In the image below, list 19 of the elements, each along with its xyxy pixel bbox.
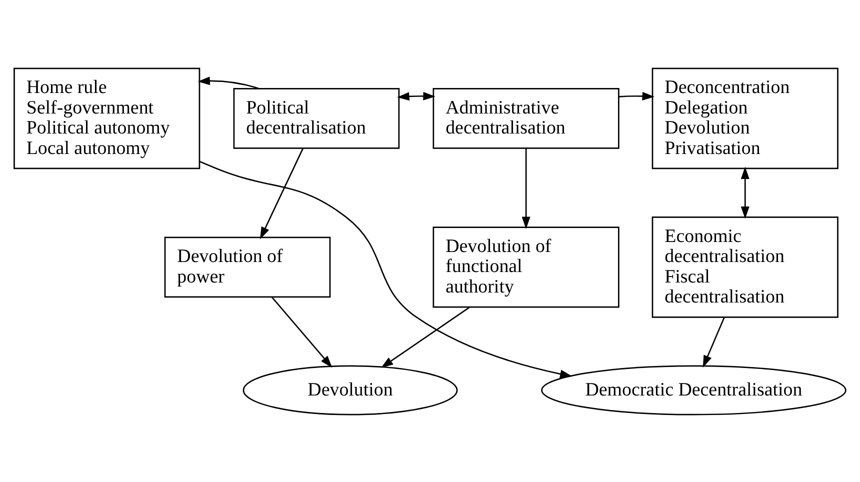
- arrow: [271, 296, 332, 368]
- node-box: Economic decentralisation Fiscal decentralisation: [652, 216, 838, 318]
- node-box: Deconcentration Delegation Devolution Privatisation: [652, 67, 838, 169]
- arrow: [618, 91, 654, 100]
- node-ellipse: Devolution: [242, 364, 458, 415]
- node-box: Political decentralisation: [233, 88, 400, 148]
- node-box: Devolution of functional authority: [432, 226, 620, 308]
- arrow: [740, 166, 750, 218]
- arrow: [702, 316, 725, 368]
- arrow: [198, 76, 260, 89]
- arrow: [397, 91, 436, 100]
- arrow: [260, 148, 304, 239]
- node-box: Administrative decentralisation: [432, 88, 620, 148]
- node-ellipse: Democratic Decentralisation: [541, 364, 846, 415]
- node-box: Home rule Self-government Political autonomy Local autonomy: [14, 67, 200, 169]
- arrow: [522, 148, 530, 228]
- arrow: [380, 306, 470, 368]
- arrow: [200, 160, 572, 378]
- node-box: Devolution of power: [164, 236, 331, 298]
